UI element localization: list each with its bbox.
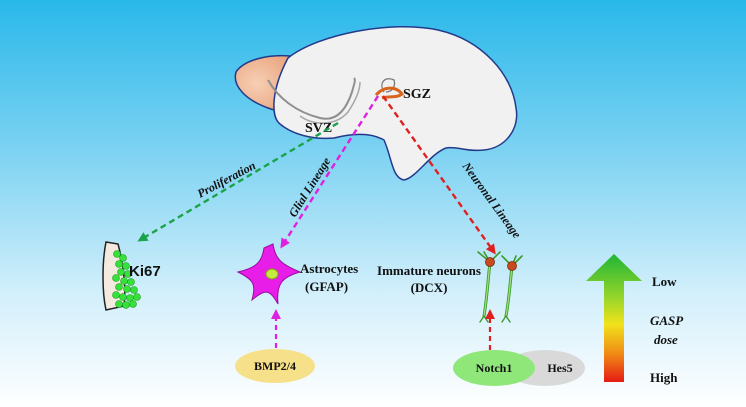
rostral-migratory-stream — [267, 77, 356, 120]
bmp-label: BMP2/4 — [254, 359, 296, 373]
notch1-label: Notch1 — [476, 361, 513, 375]
gfap-label: (GFAP) — [305, 279, 348, 294]
svz-label: SVZ — [305, 121, 332, 136]
immature-neurons-icon — [477, 251, 523, 323]
neuronal-lineage-arrow — [382, 95, 496, 255]
dentate-gyrus — [374, 86, 404, 100]
ki67-label: Ki67 — [129, 263, 161, 280]
astrocytes-label: Astrocytes — [300, 261, 358, 276]
astrocyte-nucleus — [265, 268, 279, 280]
ki67-dots — [112, 250, 141, 309]
notch1-ellipse — [453, 350, 535, 386]
proliferation-label: Proliferation — [195, 158, 258, 201]
sgz-label: SGZ — [403, 87, 431, 102]
astrocyte-cell — [236, 243, 302, 305]
dcx-label: (DCX) — [411, 280, 448, 295]
brain-section — [234, 25, 518, 181]
gasp-label: GASP — [650, 313, 684, 328]
brain-outline — [273, 25, 518, 181]
lateral-ventricle — [299, 81, 361, 124]
scale-low-label: Low — [652, 274, 677, 289]
gasp-dose-scale — [586, 254, 642, 382]
neuronal-lineage-label: Neuronal Lineage — [459, 159, 524, 242]
ki67-tissue — [102, 241, 141, 311]
immature-neurons-label: Immature neurons — [377, 263, 481, 278]
hippocampus-outline — [381, 78, 396, 93]
bmp-ellipse — [235, 349, 315, 383]
scale-high-label: High — [650, 370, 678, 385]
proliferation-arrow — [137, 121, 339, 242]
dose-gradient-arrow — [586, 254, 642, 382]
glial-lineage-label: Glial Lineage — [286, 154, 334, 219]
hes5-label: Hes5 — [547, 361, 572, 375]
dose-label: dose — [654, 332, 678, 347]
